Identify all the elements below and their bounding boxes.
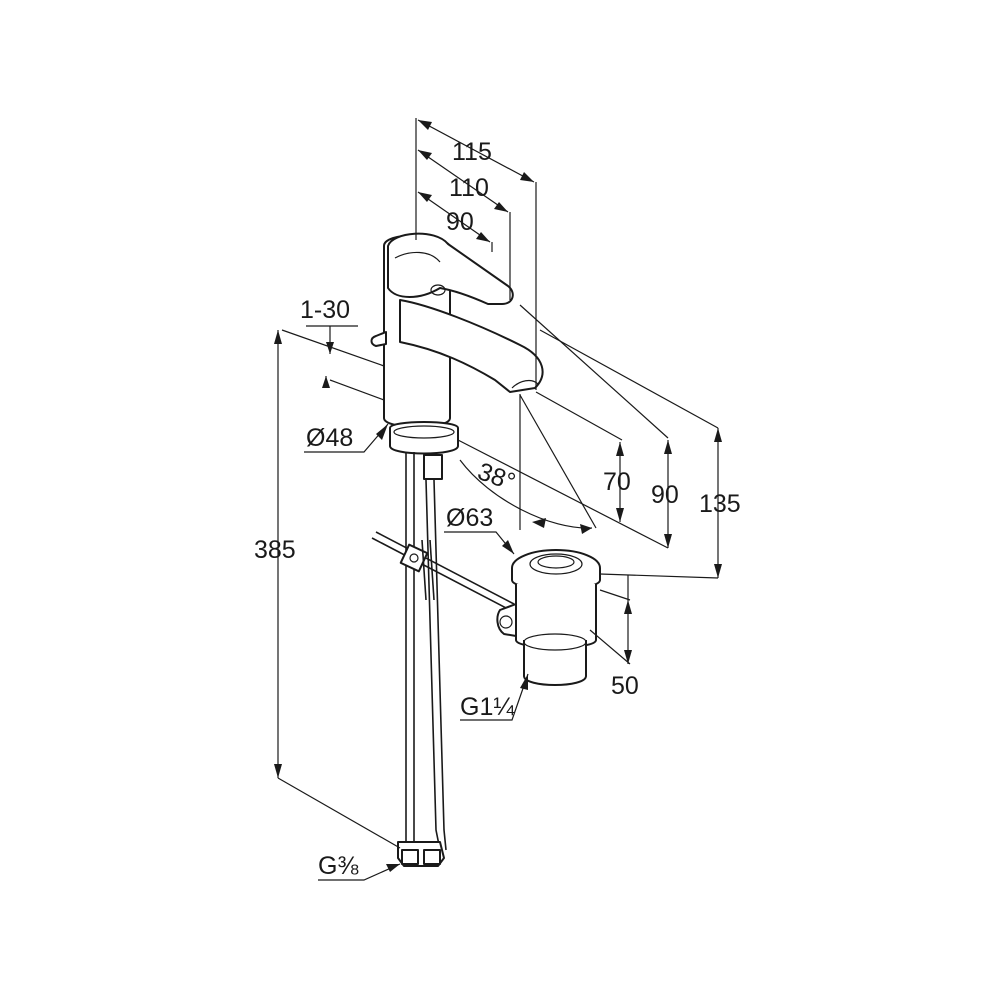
dimension-90-right-label: 90 — [651, 481, 679, 509]
faucet-spout — [399, 299, 544, 393]
thread-g1-1-4-label: G1¼ — [460, 693, 515, 721]
dimension-110 — [417, 149, 509, 213]
dimension-90-right — [664, 440, 672, 548]
dimension-135-label: 135 — [699, 490, 741, 518]
dimension-70 — [616, 442, 624, 522]
popup-rod-linkage — [371, 531, 515, 611]
dimension-d48-label: Ø48 — [306, 424, 353, 452]
dimension-1-30-label: 1-30 — [300, 296, 350, 324]
dimension-d63-leader — [444, 531, 515, 555]
rod-vertical — [421, 539, 427, 601]
extension-lines — [277, 118, 719, 849]
mounting-stud — [423, 454, 443, 480]
dimension-90-top-label: 90 — [446, 208, 474, 236]
dimension-90-top — [417, 191, 491, 243]
lever-pivot — [430, 284, 446, 296]
supply-hoses — [397, 452, 447, 867]
thread-g3-8-label: G⅜ — [318, 852, 358, 880]
dimension-38-angle — [459, 394, 597, 534]
dimension-50 — [624, 575, 632, 664]
drain-pivot-arm — [496, 603, 517, 637]
thread-g3-8-leader — [318, 863, 401, 881]
drain-waste-assembly — [496, 549, 601, 686]
dimension-d48-leader — [304, 423, 389, 453]
dimension-385-label: 385 — [254, 536, 296, 564]
popup-rod-edge — [375, 531, 515, 605]
dimension-d63-label: Ø63 — [446, 504, 493, 532]
dimension-135 — [714, 428, 722, 578]
faucet-assembly — [370, 232, 544, 480]
supply-hose-right-inner — [433, 479, 447, 851]
dimension-70-label: 70 — [603, 468, 631, 496]
lever-detail — [394, 251, 441, 263]
drain-lower-ring — [523, 633, 587, 651]
hose-connector-nut — [401, 849, 419, 865]
popup-rod — [371, 537, 511, 611]
faucet-lever-handle — [387, 232, 514, 305]
rod-clamp-screw — [409, 553, 419, 563]
base-top-ring — [393, 425, 455, 439]
dimension-115 — [417, 119, 535, 183]
dimension-385 — [274, 330, 282, 778]
drain-plug-inner — [537, 555, 575, 569]
supply-hose-right — [425, 479, 441, 851]
rod-vertical-edge — [429, 539, 435, 601]
drain-pivot-nut — [499, 615, 513, 629]
drain-plug-top — [529, 553, 583, 575]
thread-g1-1-4-leader — [460, 673, 529, 721]
drain-lower-body — [523, 640, 587, 686]
hose-connector-nut-2 — [423, 849, 441, 865]
dimension-38-label: 38° — [474, 457, 519, 496]
dimension-50-label: 50 — [611, 672, 639, 700]
popup-knob — [370, 331, 387, 347]
dimension-110-label: 110 — [449, 174, 489, 202]
dimension-115-label: 115 — [452, 138, 492, 166]
dimension-1-30 — [306, 325, 358, 388]
